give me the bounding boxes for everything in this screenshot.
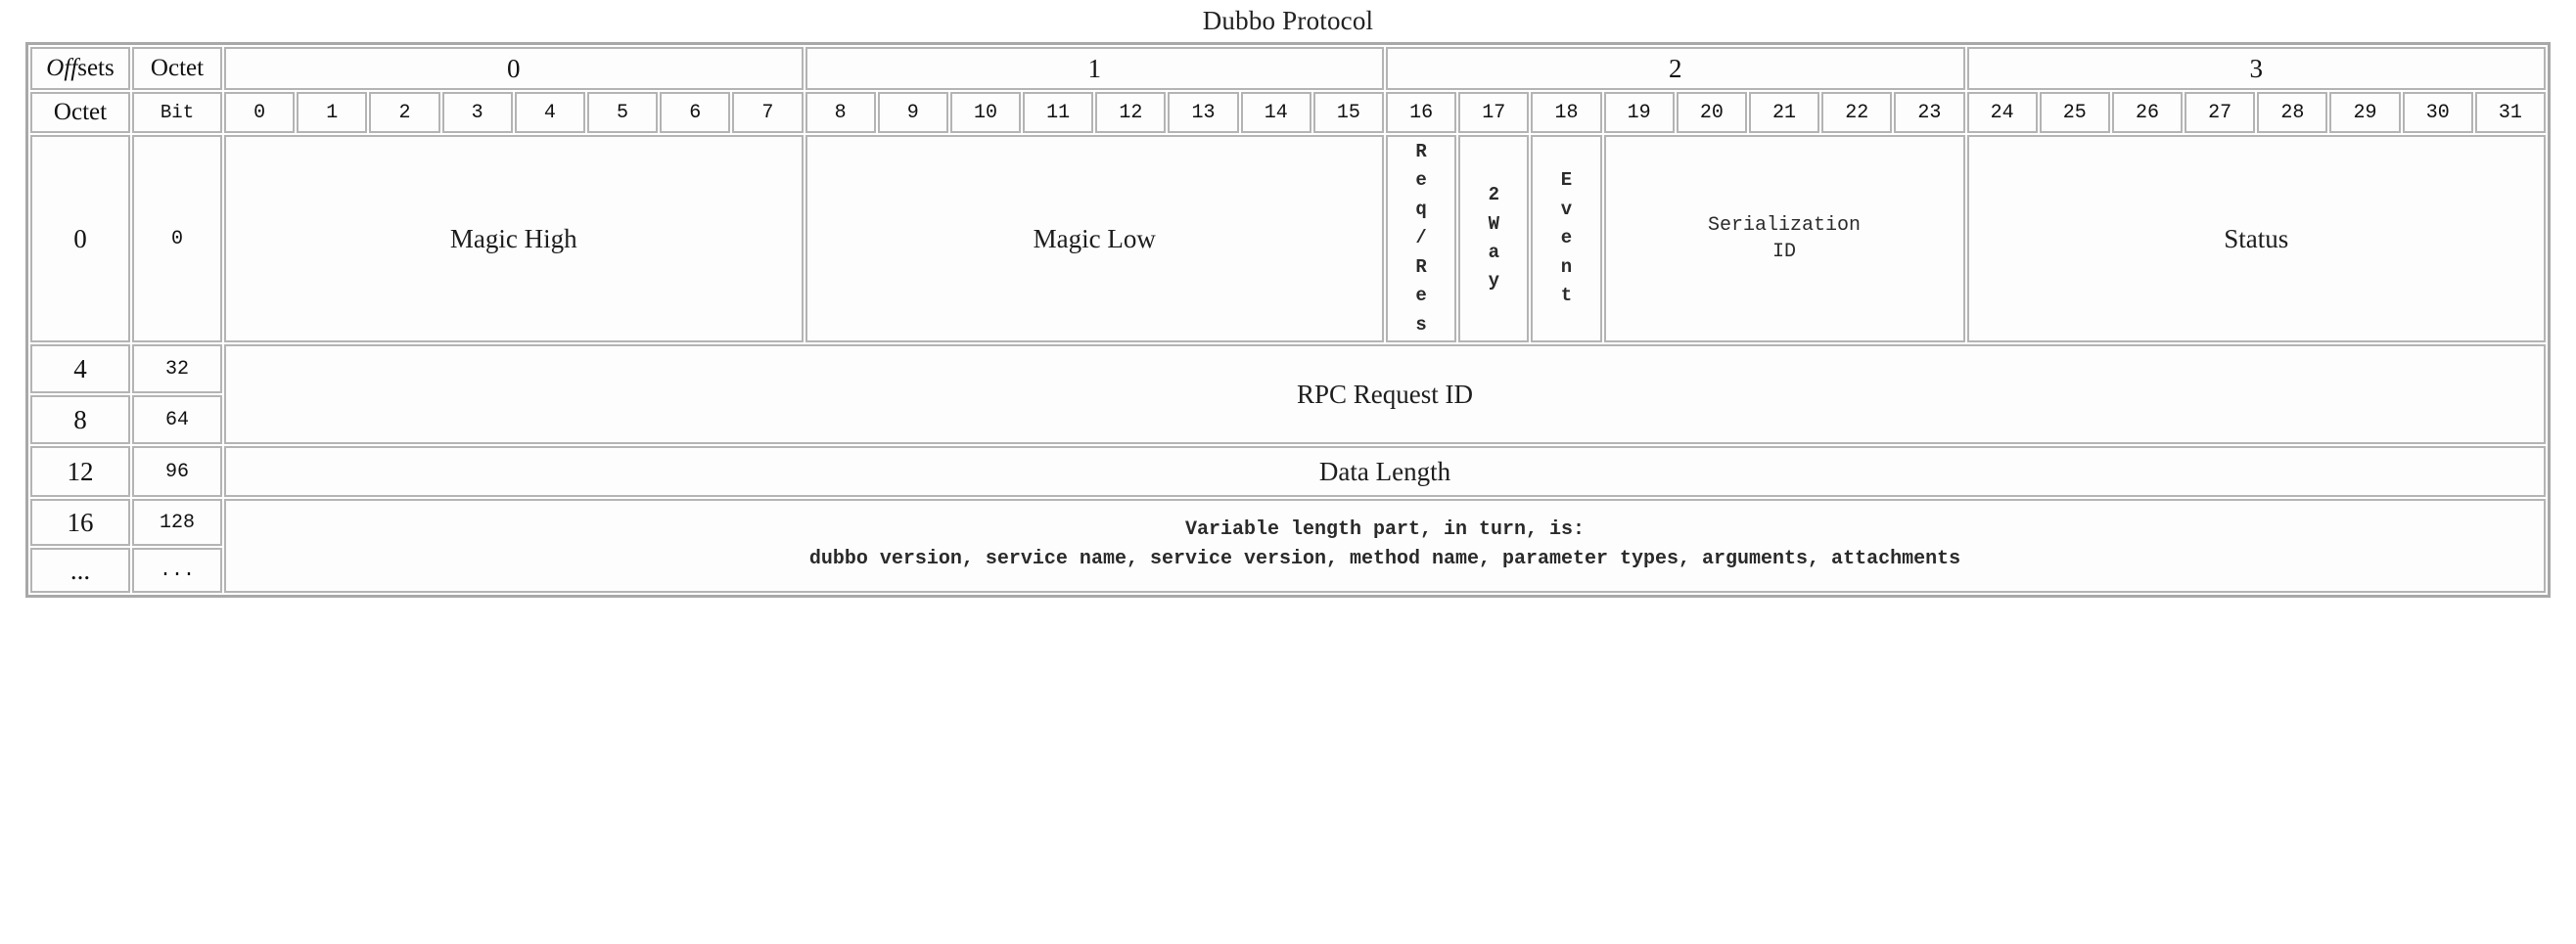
bit-number-13: 13 (1168, 92, 1239, 133)
bit-number-12: 12 (1095, 92, 1167, 133)
field-data-length: Data Length (224, 446, 2546, 497)
bit-number-25: 25 (2039, 92, 2110, 133)
field-magic-high: Magic High (224, 135, 804, 342)
field-rpc-request-id: RPC Request ID (224, 344, 2546, 444)
bit-number-26: 26 (2111, 92, 2184, 133)
bit-number-19: 19 (1603, 92, 1675, 133)
offset-bit-32: 32 (132, 344, 222, 393)
bit-number-21: 21 (1748, 92, 1820, 133)
bit-number-1: 1 (297, 92, 368, 133)
bit-number-8: 8 (805, 92, 876, 133)
offset-octet-0: 0 (30, 135, 130, 342)
bit-number-23: 23 (1894, 92, 1965, 133)
offset-octet-4: 4 (30, 344, 130, 393)
field-req-res-text: R e q / R e s (1415, 140, 1427, 336)
offset-octet-12: 12 (30, 446, 130, 497)
page-title: Dubbo Protocol (1202, 6, 1374, 35)
bit-number-5: 5 (586, 92, 659, 133)
field-status: Status (1966, 135, 2546, 342)
corner-offsets-label: Offsets (30, 47, 130, 90)
table-row-octet-0: 0 0 Magic High Magic Low R e q / R e s 2… (30, 135, 2546, 342)
field-2way-text: 2 W a y (1488, 184, 1499, 292)
bit-number-20: 20 (1676, 92, 1747, 133)
table-row-octet-ellipsis: ... ... (30, 548, 2546, 593)
bit-number-6: 6 (660, 92, 731, 133)
field-serialization-id: Serialization ID (1603, 135, 1965, 342)
field-serialization-id-line-1: Serialization (1708, 214, 1862, 237)
corner-octet-label: Octet (132, 47, 222, 90)
octet-group-3: 3 (1966, 47, 2546, 90)
bit-number-16: 16 (1386, 92, 1457, 133)
bit-number-30: 30 (2402, 92, 2473, 133)
bit-number-9: 9 (877, 92, 948, 133)
offset-octet-8: 8 (30, 395, 130, 444)
bit-number-11: 11 (1023, 92, 1094, 133)
protocol-table-container: Offsets Octet 0 1 2 3 Octet Bit 0 1 2 3 … (25, 42, 2551, 598)
offset-octet-16: 16 (30, 499, 130, 546)
header-octet-label: Octet (30, 92, 130, 133)
corner-offsets-text: sets (77, 55, 115, 81)
header-row-bit-numbers: Octet Bit 0 1 2 3 4 5 6 7 8 9 10 11 12 1… (30, 92, 2546, 133)
octet-group-2: 2 (1386, 47, 1965, 90)
table-row-octet-8: 8 64 (30, 395, 2546, 444)
bit-number-18: 18 (1531, 92, 1602, 133)
field-event-text: E v e n t (1560, 169, 1573, 307)
bit-number-7: 7 (732, 92, 804, 133)
bit-number-3: 3 (441, 92, 513, 133)
bit-number-17: 17 (1458, 92, 1530, 133)
bit-number-0: 0 (224, 92, 296, 133)
bit-number-31: 31 (2474, 92, 2546, 133)
octet-group-1: 1 (805, 47, 1384, 90)
bit-number-4: 4 (514, 92, 585, 133)
header-row-octet-groups: Offsets Octet 0 1 2 3 (30, 47, 2546, 90)
field-variable-length-part: Variable length part, in turn, is: dubbo… (224, 499, 2546, 593)
table-row-octet-4: 4 32 RPC Request ID (30, 344, 2546, 444)
bit-number-29: 29 (2329, 92, 2401, 133)
variable-part-line-2: dubbo version, service name, service ver… (808, 548, 1961, 570)
variable-part-block: Variable length part, in turn, is: dubbo… (226, 510, 2544, 582)
bit-number-24: 24 (1966, 92, 2038, 133)
variable-part-line-1: Variable length part, in turn, is: (1184, 518, 1586, 541)
offset-bit-ellipsis: ... (132, 548, 222, 593)
protocol-table: Offsets Octet 0 1 2 3 Octet Bit 0 1 2 3 … (28, 45, 2548, 595)
header-bit-label: Bit (132, 92, 222, 133)
field-serialization-id-line-2: ID (1772, 241, 1797, 263)
offset-bit-96: 96 (132, 446, 222, 497)
table-row-octet-16: 16 128 Variable length part, in turn, is… (30, 499, 2546, 593)
bit-number-27: 27 (2185, 92, 2256, 133)
bit-number-14: 14 (1240, 92, 1311, 133)
bit-number-15: 15 (1312, 92, 1384, 133)
offset-bit-128: 128 (132, 499, 222, 546)
bit-number-2: 2 (369, 92, 440, 133)
field-req-res: R e q / R e s (1386, 135, 1457, 342)
field-2way: 2 W a y (1458, 135, 1530, 342)
offset-octet-ellipsis: ... (30, 548, 130, 593)
table-row-octet-12: 12 96 Data Length (30, 446, 2546, 497)
bit-number-10: 10 (949, 92, 1022, 133)
field-event: E v e n t (1531, 135, 1602, 342)
octet-group-0: 0 (224, 47, 804, 90)
field-magic-low: Magic Low (805, 135, 1384, 342)
bit-number-28: 28 (2257, 92, 2328, 133)
offset-bit-0: 0 (132, 135, 222, 342)
offset-bit-64: 64 (132, 395, 222, 444)
bit-number-22: 22 (1821, 92, 1893, 133)
